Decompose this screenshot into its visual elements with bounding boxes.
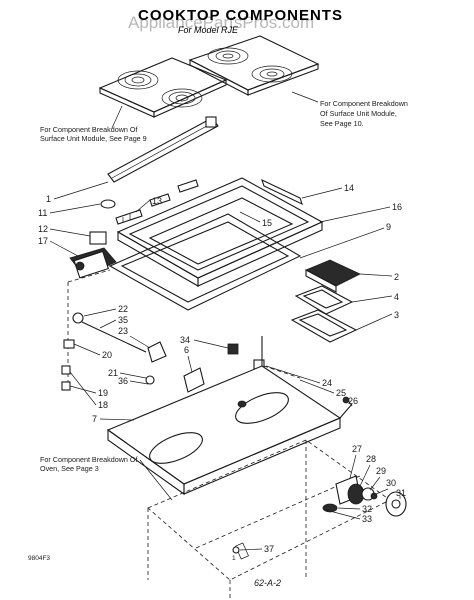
note-surface-unit-right: For Component Breakdown Of Surface Unit … <box>291 91 408 128</box>
gasket <box>294 285 354 315</box>
svg-text:26: 26 <box>348 396 358 406</box>
part-labels: 1 11 13 12 17 14 16 15 9 2 4 3 22 35 23 … <box>38 181 406 554</box>
svg-text:Oven, See Page 3: Oven, See Page 3 <box>40 464 99 473</box>
svg-text:28: 28 <box>366 454 376 464</box>
svg-text:24: 24 <box>322 378 332 388</box>
svg-text:20: 20 <box>102 350 112 360</box>
surface-unit-module-right <box>188 35 320 96</box>
svg-text:35: 35 <box>118 315 128 325</box>
svg-text:16: 16 <box>392 202 402 212</box>
footer-page-number: 62-A-2 <box>254 578 281 588</box>
main-cooktop <box>106 336 353 496</box>
footer-code: 9804F3 <box>28 555 50 562</box>
svg-text:21: 21 <box>108 368 118 378</box>
svg-text:18: 18 <box>98 400 108 410</box>
svg-text:27: 27 <box>352 444 362 454</box>
svg-text:See Page 10.: See Page 10. <box>320 119 364 128</box>
svg-text:13: 13 <box>152 196 162 206</box>
rear-trim-strip <box>107 116 219 183</box>
svg-text:29: 29 <box>376 466 386 476</box>
page-title: COOKTOP COMPONENTS <box>138 7 343 24</box>
left-dashed-guide <box>61 269 167 391</box>
svg-text:11: 11 <box>38 208 47 218</box>
mounting-plate <box>290 309 358 343</box>
bracket-parts <box>100 179 199 225</box>
bracket-34 <box>183 343 239 393</box>
svg-text:For Component Breakdown Of: For Component Breakdown Of <box>40 455 137 464</box>
svg-text:36: 36 <box>118 376 128 386</box>
svg-text:9: 9 <box>386 222 391 232</box>
svg-text:6: 6 <box>184 345 189 355</box>
cover-plate <box>305 259 361 293</box>
oven-outline <box>147 439 391 600</box>
svg-text:4: 4 <box>394 292 399 302</box>
svg-text:Of Surface Unit Module,: Of Surface Unit Module, <box>320 109 397 118</box>
svg-text:12: 12 <box>38 224 48 234</box>
svg-text:37: 37 <box>264 544 274 554</box>
svg-text:31: 31 <box>396 488 406 498</box>
footer-page-mark: 1 <box>232 555 236 562</box>
note-oven: For Component Breakdown Of Oven, See Pag… <box>40 455 173 501</box>
svg-text:30: 30 <box>386 478 396 488</box>
svg-text:7: 7 <box>92 414 97 424</box>
switch-assembly <box>69 231 117 279</box>
svg-text:17: 17 <box>38 236 48 246</box>
svg-text:25: 25 <box>336 388 346 398</box>
svg-text:1: 1 <box>46 194 51 204</box>
svg-text:33: 33 <box>362 514 372 524</box>
svg-text:For Component Breakdown Of: For Component Breakdown Of <box>40 125 137 134</box>
svg-text:14: 14 <box>344 183 354 193</box>
svg-text:2: 2 <box>394 272 399 282</box>
svg-text:23: 23 <box>118 326 128 336</box>
svg-text:19: 19 <box>98 388 108 398</box>
page-subtitle: For Model RJE <box>178 25 239 35</box>
watermark: AppliancePartsPros.com <box>128 13 314 32</box>
svg-text:34: 34 <box>180 335 190 345</box>
surface-unit-module-left <box>98 57 228 118</box>
svg-text:22: 22 <box>118 304 128 314</box>
svg-text:For Component Breakdown: For Component Breakdown <box>320 99 408 108</box>
svg-text:15: 15 <box>262 218 272 228</box>
svg-text:32: 32 <box>362 504 372 514</box>
svg-text:Surface Unit Module, See Page: Surface Unit Module, See Page 9 <box>40 134 147 143</box>
trim-bar <box>261 178 303 206</box>
note-surface-unit-left: For Component Breakdown Of Surface Unit … <box>40 105 147 143</box>
svg-text:3: 3 <box>394 310 399 320</box>
cooktop-frame <box>108 177 324 311</box>
